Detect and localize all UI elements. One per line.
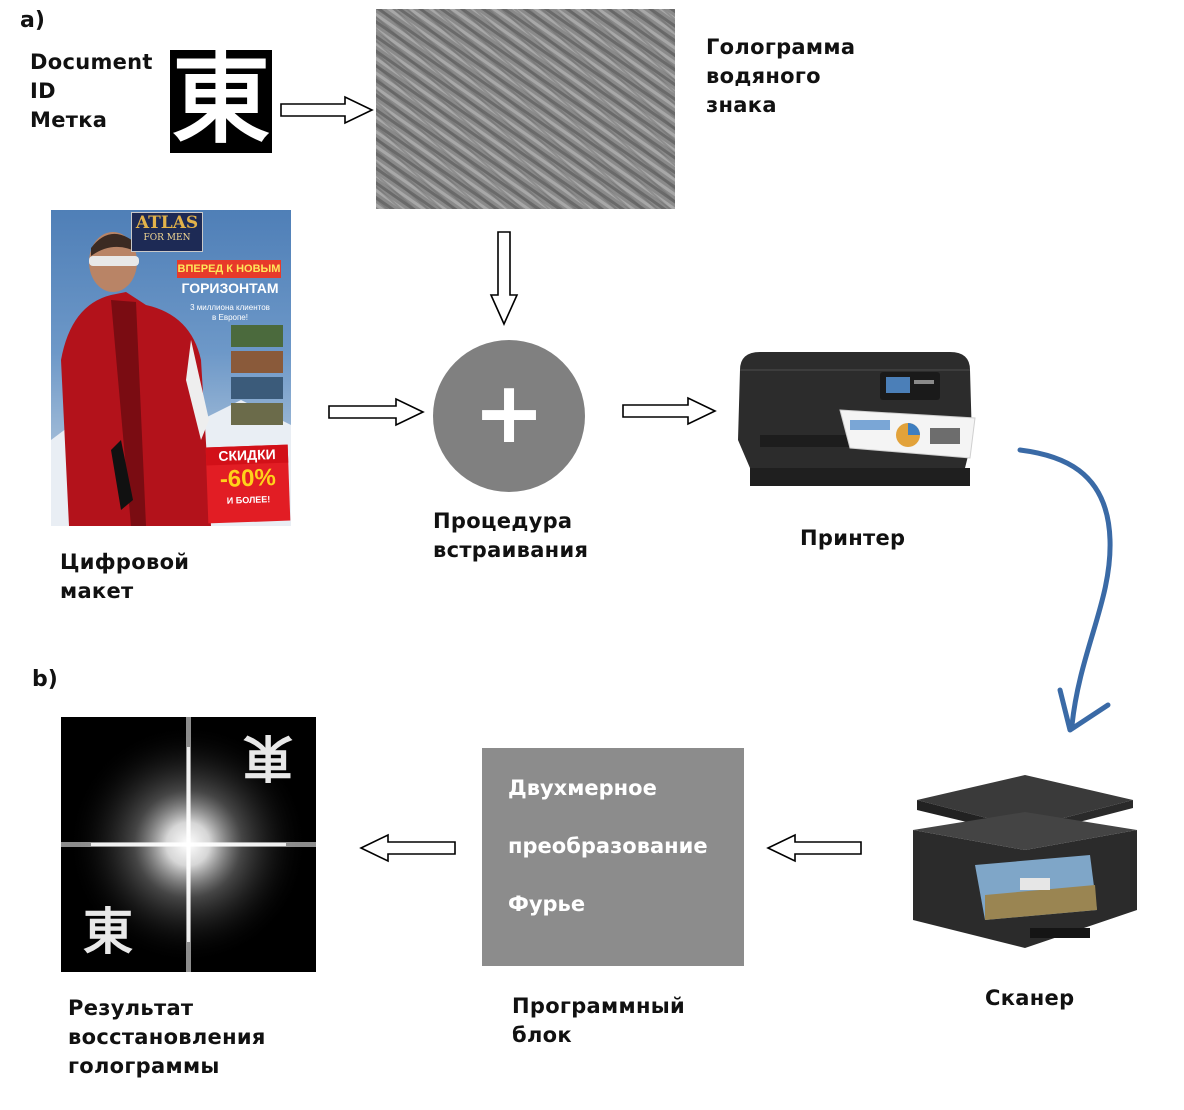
- poster-thumbnails: [231, 325, 283, 435]
- id-mark-image: 東: [170, 50, 272, 153]
- fourier-line-3: Фурье: [508, 892, 586, 916]
- result-label: Результат восстановления голограммы: [68, 996, 266, 1078]
- digital-layout-label: Цифровой макет: [60, 550, 190, 603]
- arrow-scanner-to-fourier: [766, 833, 862, 863]
- poster-sub: 3 миллиона клиентов в Европе!: [175, 303, 285, 323]
- digital-layout-poster: ATLAS FOR MEN ВПЕРЕД К НОВЫМ ГОРИЗОНТАМ …: [51, 210, 291, 526]
- poster-headline-1: ВПЕРЕД К НОВЫМ: [177, 260, 281, 278]
- document-id-label: Document ID Метка: [30, 50, 153, 132]
- section-b-label: b): [32, 667, 58, 692]
- result-hologram-image: 東 東: [61, 717, 316, 972]
- arrow-fourier-to-result: [359, 833, 456, 863]
- curve-printer-to-scanner: [1017, 447, 1113, 728]
- fourier-line-2: преобразование: [508, 834, 708, 858]
- arrow-layout-to-embedding: [328, 397, 425, 427]
- scanner-label: Сканер: [985, 986, 1075, 1010]
- plus-icon: +: [472, 363, 546, 463]
- arrow-embedding-to-printer: [622, 396, 717, 426]
- fourier-box: Двухмерное преобразование Фурье: [482, 748, 744, 966]
- section-a-label: a): [20, 8, 45, 33]
- brand-badge: ATLAS FOR MEN: [131, 212, 203, 252]
- scanner-icon: [905, 770, 1145, 955]
- brand-name: ATLAS: [135, 213, 199, 233]
- poster-sub-line-2: в Европе!: [212, 313, 248, 322]
- result-glyph-bottom: 東: [83, 903, 133, 961]
- embedding-label: Процедура встраивания: [433, 509, 589, 562]
- software-block-label: Программный блок: [512, 994, 686, 1047]
- curve-arrowhead: [1057, 687, 1111, 733]
- id-mark-glyph: 東: [171, 50, 270, 153]
- hologram-texture: [376, 9, 675, 209]
- arrow-idmark-to-hologram: [280, 95, 374, 125]
- embedding-circle: +: [433, 340, 585, 492]
- poster-headline-2: ГОРИЗОНТАМ: [181, 280, 279, 296]
- poster-sub-line-1: 3 миллиона клиентов: [190, 303, 270, 312]
- brand-sub: FOR MEN: [143, 233, 191, 243]
- arrow-hologram-to-embedding: [489, 231, 519, 326]
- fourier-line-1: Двухмерное: [508, 776, 657, 800]
- hologram-label: Голограмма водяного знака: [706, 35, 856, 117]
- printer-icon: [730, 340, 980, 492]
- printer-label: Принтер: [800, 526, 906, 550]
